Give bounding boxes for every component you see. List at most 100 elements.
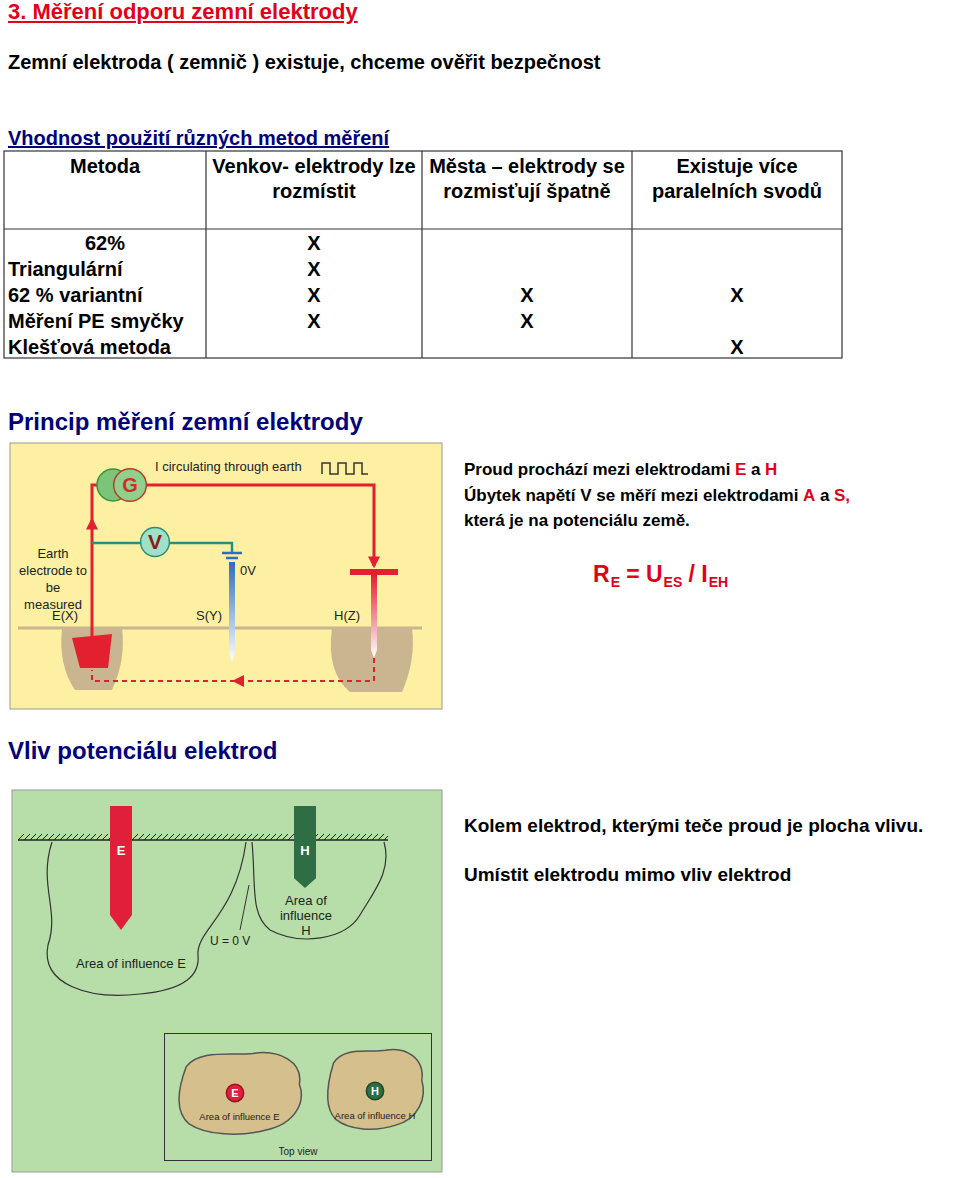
table-mark: X	[307, 284, 320, 306]
table-header-block: Města – elektrody se rozmisťují špatně	[422, 154, 632, 204]
table-cell: Klešťová metoda	[8, 336, 171, 358]
potential-label-block: 0V	[240, 563, 256, 579]
table-mark-block: X	[206, 309, 422, 333]
potential-label: U = 0 V	[210, 934, 250, 948]
formula: / I	[689, 561, 708, 587]
area-label: Area of influence E	[76, 956, 186, 971]
section-heading: Vhodnost použití různých metod měření	[8, 127, 389, 149]
formula: E	[611, 574, 620, 590]
explanation-text: a	[751, 460, 760, 479]
table-mark: X	[730, 284, 743, 306]
formula: EH	[709, 574, 728, 590]
explanation-text: E	[735, 460, 746, 479]
table-cell-block: 62%	[4, 231, 206, 255]
table-header-block: Metoda	[4, 154, 206, 179]
arrow-head	[232, 675, 244, 687]
electrode-dot-text: H	[371, 1085, 379, 1098]
table-cell-block: Triangulární	[8, 257, 122, 281]
influence-outline	[47, 842, 246, 995]
table-cell: Měření PE smyčky	[8, 310, 184, 332]
influence-area-text: Area of influence H	[335, 1111, 416, 1122]
table-mark-block: X	[206, 231, 422, 255]
explanation-text-block: Úbytek napětí V se měří mezi elektrodami…	[464, 486, 850, 506]
table-header: Města – elektrody se rozmisťují špatně	[429, 155, 625, 202]
explanation-text-block: Kolem elektrod, kterými teče proud je pl…	[464, 813, 949, 838]
influence-area-outline	[179, 1053, 301, 1135]
table-mark: X	[730, 336, 743, 358]
explanation-text-block: která je na potenciálu země.	[464, 511, 690, 531]
terminal-label-block: E(X)	[52, 608, 78, 624]
electrode-dot: E	[226, 1084, 244, 1102]
explanation-text: a	[820, 486, 829, 505]
influence-area: Area of influence H H	[323, 1046, 427, 1132]
section-heading-block: Princip měření zemní elektrody	[8, 408, 363, 437]
area-label-block: Area of influence E	[76, 956, 186, 972]
ground-hatch	[18, 834, 388, 840]
leader-line	[240, 885, 249, 930]
subtitle-block: Zemní elektroda ( zemnič ) existuje, chc…	[8, 50, 600, 74]
table-mark-block: X	[422, 309, 632, 333]
ground-symbol	[226, 557, 238, 560]
terminal-label-block: H(Z)	[334, 608, 360, 624]
auxiliary-electrode-outline	[294, 806, 316, 888]
table-mark-block: X	[206, 257, 422, 281]
voltmeter-outline	[141, 528, 170, 557]
table-rule	[631, 151, 632, 358]
table-header-block: Existuje více paralelních svodů	[632, 154, 842, 204]
explanation-text: která je na potenciálu země.	[464, 511, 690, 530]
auxiliary-electrode-text: H	[300, 844, 309, 859]
table-header: Metoda	[70, 155, 140, 177]
electrode-dot: H	[366, 1082, 384, 1100]
explanation-text: H	[765, 460, 777, 479]
explanation-text-block: Umístit elektrodu mimo vliv elektrod	[464, 864, 791, 887]
influence-area: Area of influence EE	[173, 1049, 306, 1137]
table-rule	[205, 151, 206, 358]
table-cell-block: Klešťová metoda	[8, 335, 171, 359]
section-heading: Vliv potenciálu elektrod	[8, 737, 277, 764]
explanation-text: Úbytek napětí V se měří mezi elektrodami	[464, 486, 798, 505]
explanation-text: Kolem elektrod, kterými teče proud je pl…	[464, 815, 923, 836]
auxiliary-electrode: H	[294, 806, 316, 888]
potential-label-block: U = 0 V	[210, 934, 250, 948]
subtitle: Zemní elektroda ( zemnič ) existuje, chc…	[8, 51, 600, 73]
current-label: I circulating through earth	[155, 459, 302, 474]
area-label: Area of influence H	[280, 893, 332, 938]
table-mark-block: X	[632, 335, 842, 359]
influence-outline	[252, 842, 386, 939]
explanation-text-block: Proud prochází mezi elektrodamiEaH	[464, 460, 777, 480]
table-header: Existuje více paralelních svodů	[652, 155, 822, 202]
explanation-text: A	[803, 486, 815, 505]
generator-outline	[114, 469, 147, 502]
ground-surface	[18, 839, 388, 841]
formula: = U	[626, 561, 662, 587]
current-wire	[91, 520, 94, 636]
top-view-panel-text: Top view	[279, 1146, 318, 1158]
table-rule	[4, 228, 842, 229]
electrode-label-block: Earth electrode to be measured	[16, 545, 90, 613]
table-mark: X	[307, 310, 320, 332]
section-heading-block: Vhodnost použití různých metod měření	[8, 126, 389, 150]
probe-electrode	[229, 562, 235, 662]
table-mark: X	[307, 232, 320, 254]
table-mark: X	[520, 310, 533, 332]
table-mark-block: X	[422, 283, 632, 307]
current-wire	[146, 485, 374, 566]
formula: ES	[664, 574, 683, 590]
electrode-dot-outline	[226, 1084, 243, 1101]
voltage-wire	[92, 542, 140, 545]
voltage-wire	[170, 543, 232, 553]
table-cell-block: Měření PE smyčky	[8, 309, 184, 333]
terminal-label-block: S(Y)	[196, 608, 222, 624]
current-electrode-outline	[110, 806, 132, 930]
table-cell-block: 62 % variantní	[8, 283, 143, 307]
table-mark: X	[307, 258, 320, 280]
generator: G	[113, 468, 147, 502]
electrode-label: Earth electrode to be measured	[19, 546, 87, 612]
explanation-text: S,	[834, 486, 850, 505]
current-electrode-shape	[110, 806, 132, 930]
current-electrode-text: E	[117, 844, 126, 859]
terminal-label: E(X)	[52, 608, 78, 623]
table-header-block: Venkov- elektrody lze rozmístit	[206, 154, 422, 204]
page-title: 3. Měření odporu zemní elektrody	[8, 0, 358, 25]
table-header: Venkov- elektrody lze rozmístit	[212, 155, 415, 202]
